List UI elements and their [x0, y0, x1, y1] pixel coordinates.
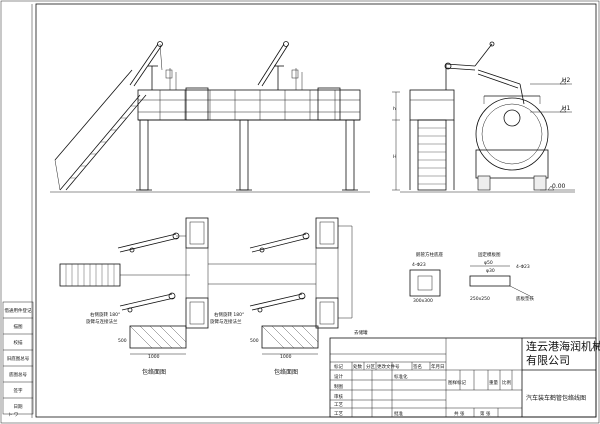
tb-col-sign: 签名 — [413, 363, 422, 370]
drawing-title: 汽车装车鹤管包络线图 — [526, 394, 586, 402]
level-zero-label: 0.00 — [552, 183, 566, 190]
plate-detail-title: 固定模板图 — [478, 251, 501, 258]
foundation-plan-right: 1000 500 包络面图 — [250, 325, 319, 376]
strip-label-1: 描图 — [14, 323, 23, 330]
revision-strip: 借通用件登记 描图 校描 旧底图总号 底图总号 签字 日期 — [2, 301, 34, 415]
tb-col-zone: 分区 — [366, 363, 375, 370]
tb-col-doc: 更改文件号 — [377, 363, 400, 370]
tb-col-mark: 标记 — [334, 363, 343, 370]
plan-note-rotation-left: 右侧旋转 180° — [90, 311, 120, 318]
front-elevation-view — [50, 41, 370, 193]
level-h2-label: H2 — [562, 77, 571, 84]
tb-role-design: 设计 — [334, 373, 343, 380]
strip-label-4: 底图总号 — [9, 371, 27, 378]
foundation-plan-left: 1000 500 包络面图 — [118, 325, 187, 376]
plate-detail-dim-outer: φ50 — [484, 260, 493, 266]
strip-label-3: 旧底图总号 — [7, 355, 30, 362]
plan-note-pipe: 去储罐 — [354, 329, 368, 336]
tb-sheet-no: 第 张 — [480, 410, 491, 417]
plan-note-pad-left: 旋臂与连接法兰 — [86, 318, 118, 325]
title-block: 标记 处数 分区 更改文件号 签名 年月日 设计 制图 审核 工艺 工艺 标准化… — [329, 337, 600, 418]
tb-standardize: 标准化 — [394, 373, 408, 380]
tb-approve: 批准 — [394, 410, 403, 417]
foundation-right-depth: 500 — [250, 338, 259, 344]
tb-role-check: 审核 — [334, 393, 343, 400]
anchor-detail-title: 鹅管方柱底座 — [416, 251, 443, 258]
dim-h2: H — [393, 154, 396, 160]
plate-detail-size: 250x250 — [470, 296, 490, 302]
foundation-left-width: 1000 — [148, 354, 160, 360]
strip-label-0: 借通用件登记 — [5, 307, 32, 314]
anchor-detail-spec: 4-Φ23 — [412, 262, 426, 268]
tb-role-draw: 制图 — [334, 383, 343, 390]
plan-note-rotation-right: 右侧旋转 180° — [214, 311, 244, 318]
tb-col-count: 处数 — [353, 363, 362, 370]
plan-note-pad-right: 旋臂与连接法兰 — [210, 318, 242, 325]
plate-detail-dim-inner: φ30 — [486, 268, 495, 274]
tb-scale-label: 比例 — [502, 379, 511, 386]
tb-stage-label: 图样标记 — [448, 379, 466, 386]
side-elevation-view: h H H2 H1 0.00 — [392, 41, 575, 193]
footer-mark: ト ワ — [8, 412, 18, 418]
strip-label-6: 日期 — [14, 404, 23, 410]
plan-view: 去储罐 右侧旋转 180° 旋臂与连接法兰 右侧旋转 180° 旋臂与连接法兰 — [59, 217, 368, 336]
tb-col-date: 年月日 — [431, 363, 445, 370]
dim-h1: h — [393, 106, 396, 112]
foundation-right-title: 包络面图 — [274, 368, 298, 376]
foundation-left-depth: 500 — [118, 338, 127, 344]
anchor-detail: 鹅管方柱底座 4-Φ23 300x300 — [409, 251, 443, 304]
level-h1-label: H1 — [562, 105, 571, 112]
tb-total-sheets: 共 张 — [454, 410, 465, 417]
foundation-left-title: 包络面图 — [142, 368, 166, 376]
tb-weight-label: 重量 — [489, 379, 498, 386]
anchor-detail-size: 300x300 — [413, 298, 433, 304]
strip-label-2: 校描 — [14, 339, 23, 346]
tb-role-process: 工艺 — [334, 402, 343, 408]
plate-detail-spec: 4-Φ23 — [516, 264, 530, 270]
plate-detail-note: 底板垫铁 — [516, 295, 534, 302]
company-name-line1: 连云港海润机械 — [526, 339, 600, 353]
company-name-line2: 有限公司 — [526, 353, 570, 367]
plate-detail: 固定模板图 φ50 φ30 250x250 4-Φ23 底板垫铁 — [469, 251, 534, 302]
tb-role-craft: 工艺 — [334, 411, 343, 417]
foundation-right-width: 1000 — [280, 354, 292, 360]
strip-label-5: 签字 — [14, 387, 23, 394]
inner-border — [35, 3, 597, 418]
